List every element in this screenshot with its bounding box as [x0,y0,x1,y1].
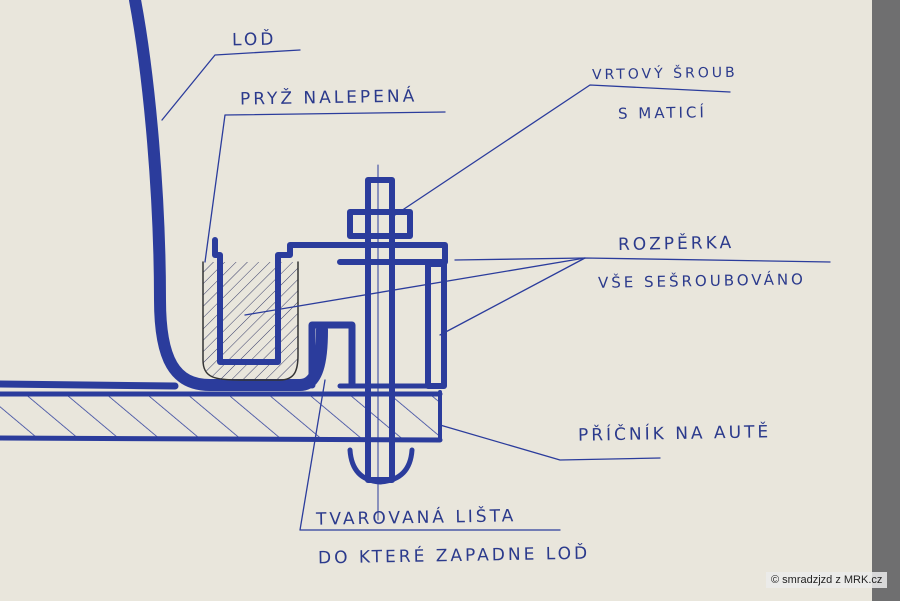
label-rubber: PRYŽ NALEPENÁ [239,86,418,110]
label-spacer: ROZPĚRKA [617,232,735,256]
watermark: © smradzjzd z MRK.cz [766,572,888,588]
shaped-strip [212,237,448,365]
label-boat: LOĎ [231,29,277,51]
label-crossbar: PŘÍČNÍK NA AUTĚ [577,422,772,446]
label-all-bolted: VŠE SEŠROUBOVÁNO [597,270,807,292]
crossbar [0,380,443,443]
label-bolt: VRTOVÝ ŠROUB [591,64,738,84]
leader-lines [161,49,831,531]
label-bolt-nut: S MATICÍ [617,103,707,123]
label-strip: TVAROVANÁ LIŠTA [315,506,517,530]
rubber-pad [202,261,299,381]
bolt [347,164,415,521]
background-edge [872,0,900,601]
